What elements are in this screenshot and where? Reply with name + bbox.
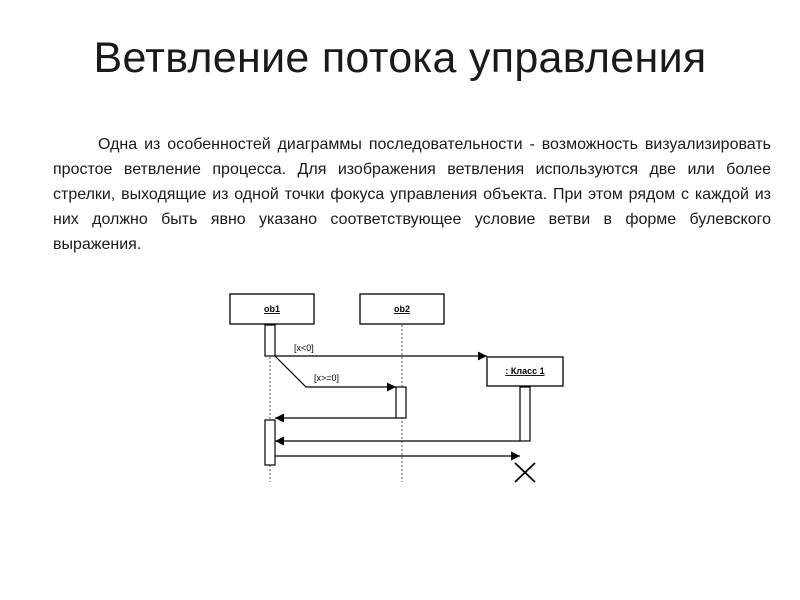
object-ob1: ob1: [229, 293, 315, 325]
object-class1-label: : Класс 1: [505, 366, 544, 376]
branch-condition-1: [x<0]: [294, 343, 314, 353]
object-ob2-label: ob2: [394, 304, 410, 314]
slide-body-text: Одна из особенностей диаграммы последова…: [53, 136, 771, 253]
destruction-x-icon: [514, 462, 536, 483]
activation-class1: [519, 386, 531, 442]
object-ob2: ob2: [359, 293, 445, 325]
slide-title: Ветвление потока управления: [93, 34, 707, 82]
activation-ob1-bottom: [264, 419, 276, 466]
activation-ob1-top: [264, 324, 276, 357]
branch-condition-2: [x>=0]: [314, 373, 339, 383]
activation-ob2: [395, 386, 407, 419]
message-branch-2: [274, 355, 396, 392]
object-class1: : Класс 1: [486, 356, 564, 387]
object-ob1-label: ob1: [264, 304, 280, 314]
